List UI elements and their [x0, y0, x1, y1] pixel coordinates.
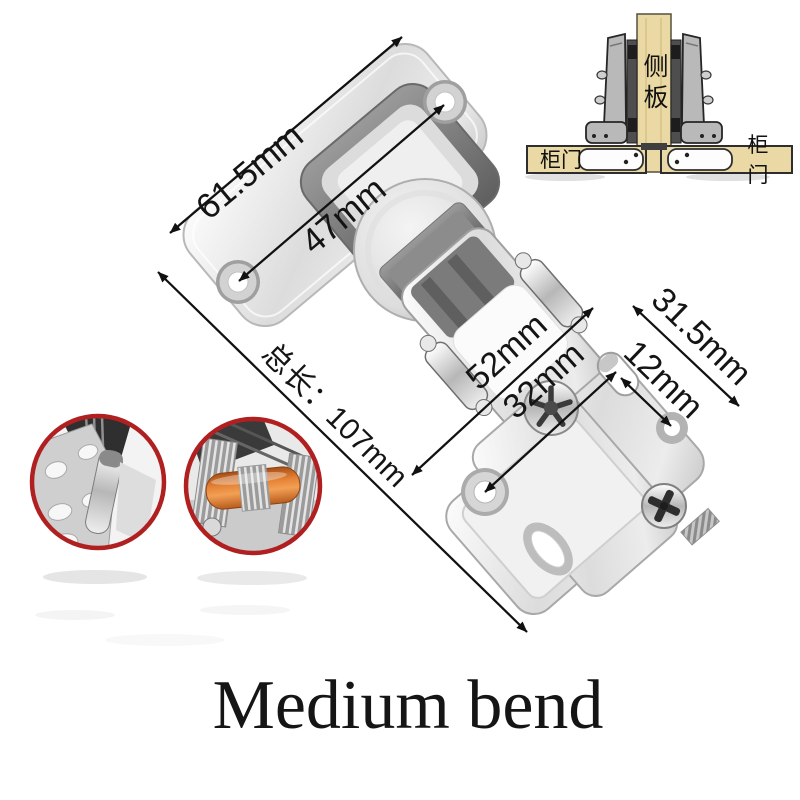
threaded-shaft [680, 507, 720, 546]
left-door-plate [578, 148, 644, 171]
installation-diagram [525, 13, 793, 181]
cup-plate-hole-bottom [216, 260, 260, 304]
inset-damper-detail [29, 413, 167, 551]
phillips-screw [641, 483, 687, 529]
right-door-plate [667, 148, 733, 171]
orange-damper [205, 464, 301, 512]
right-door-label: 柜门 [747, 134, 769, 187]
dimension-lines [157, 36, 740, 633]
diagram-hinge [585, 32, 638, 144]
dimension-line-47mm [238, 104, 445, 282]
inset-spring-detail [183, 416, 323, 556]
dimension-line-107mm [157, 271, 528, 633]
dimension-line-31-5mm [632, 305, 740, 407]
product-caption: Medium bend [212, 667, 604, 744]
inset-shadows [35, 570, 307, 646]
dimension-line-32mm [484, 371, 617, 493]
mounting-plate-oblong-hole [523, 522, 573, 576]
side-panel-label: 侧板 [640, 53, 668, 115]
left-door-label: 柜门 [540, 149, 582, 172]
damper-piston [85, 449, 123, 535]
